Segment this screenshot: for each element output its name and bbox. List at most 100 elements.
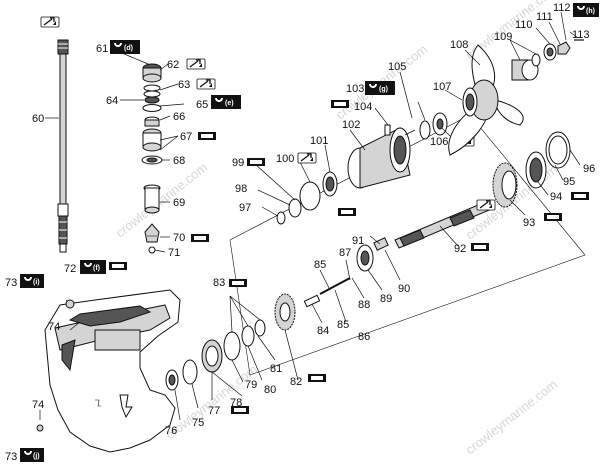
- callout-61: 61: [96, 43, 108, 55]
- callout-78: 78: [230, 397, 242, 409]
- callout-84: 84: [317, 325, 329, 337]
- callout-101: 101: [310, 135, 328, 147]
- watermark: crowleymarine.com: [463, 377, 560, 458]
- callout-104: 104: [354, 101, 372, 113]
- svg-text:(d): (d): [124, 45, 133, 52]
- callout-81: 81: [270, 363, 282, 375]
- grease-icon: [571, 192, 589, 200]
- callout-113: 113: [572, 29, 590, 41]
- callout-66: 66: [173, 111, 185, 123]
- callout-65: 65: [196, 99, 208, 111]
- callout-105: 105: [388, 61, 406, 73]
- callout-94: 94: [550, 191, 562, 203]
- callout-112: 112: [553, 2, 571, 14]
- callout-60: 60: [32, 113, 44, 125]
- svg-text:(g): (g): [379, 86, 388, 93]
- callout-106: 106: [430, 136, 448, 148]
- callout-98: 98: [235, 183, 247, 195]
- callout-87: 87: [339, 247, 351, 259]
- callout-100: 100: [276, 153, 294, 165]
- callout-111: 111: [536, 11, 553, 23]
- svg-text:(f): (f): [93, 265, 100, 272]
- callout-74b: 74: [32, 399, 44, 411]
- callout-103: 103: [346, 83, 364, 95]
- grease-icon: [471, 243, 489, 251]
- wrench-icon: [186, 58, 206, 70]
- grease-icon: [331, 100, 349, 108]
- reverse-gear: [492, 131, 571, 208]
- callout-82: 82: [290, 376, 302, 388]
- callout-77: 77: [208, 405, 220, 417]
- svg-text:(e): (e): [225, 100, 234, 107]
- callout-97: 97: [239, 202, 251, 214]
- callout-67: 67: [180, 131, 192, 143]
- callout-108: 108: [450, 39, 468, 51]
- callout-91: 91: [352, 235, 364, 247]
- grease-icon: [191, 234, 209, 242]
- bolt-74: [36, 299, 75, 432]
- callout-110: 110: [515, 19, 533, 31]
- callout-99: 99: [232, 157, 244, 169]
- callout-96: 96: [583, 163, 595, 175]
- watermark: crowleymarine.com: [113, 160, 210, 241]
- grease-icon: [308, 374, 326, 382]
- shaft-parts-lower: [165, 237, 389, 391]
- callout-73: 73: [5, 277, 17, 289]
- callout-86: 86: [358, 331, 370, 343]
- grease-icon: [198, 132, 216, 140]
- grease-icon: [544, 213, 562, 221]
- wrench-icon: [476, 199, 496, 211]
- badge-i: (i): [20, 274, 44, 288]
- grease-icon: [338, 208, 356, 216]
- badge-e: (e): [211, 95, 241, 109]
- callout-labels: 60 61 62 63 64 65 66 67 68 69 70 71 72 7…: [5, 2, 595, 463]
- badge-d: (d): [110, 40, 140, 54]
- propeller: [448, 44, 524, 156]
- water-pump-seal-stack: [141, 63, 163, 254]
- callout-89: 89: [380, 293, 392, 305]
- wrench-icon: [40, 16, 60, 28]
- callout-63: 63: [178, 79, 190, 91]
- callout-85b: 85: [337, 319, 349, 331]
- callout-92: 92: [454, 243, 466, 255]
- grease-icon: [229, 279, 247, 287]
- badge-g: (g): [365, 81, 395, 95]
- callout-102: 102: [342, 119, 360, 131]
- callout-69: 69: [173, 197, 185, 209]
- callout-80: 80: [264, 384, 276, 396]
- bearing-housing: [276, 124, 411, 225]
- callout-71: 71: [168, 247, 180, 259]
- callout-79: 79: [245, 379, 257, 391]
- gear-case-housing: [44, 289, 181, 453]
- callout-88: 88: [358, 299, 370, 311]
- callout-73b: 73: [5, 451, 17, 463]
- callout-95: 95: [563, 176, 575, 188]
- callout-72: 72: [64, 263, 76, 275]
- callout-74: 74: [48, 321, 60, 333]
- wrench-icon: [196, 78, 216, 90]
- badge-f: (f): [80, 260, 106, 274]
- prop-hardware: [511, 39, 584, 81]
- callout-85: 85: [314, 259, 326, 271]
- drive-shaft: [57, 39, 69, 253]
- callout-62: 62: [167, 59, 179, 71]
- callout-90: 90: [398, 283, 410, 295]
- callout-75: 75: [192, 417, 204, 429]
- badge-j: (j): [20, 448, 44, 462]
- callout-83: 83: [213, 277, 225, 289]
- callout-68: 68: [173, 155, 185, 167]
- svg-text:(h): (h): [586, 8, 595, 15]
- callout-107: 107: [433, 81, 451, 93]
- grease-icon: [109, 262, 127, 270]
- callout-93: 93: [523, 217, 535, 229]
- callout-109: 109: [494, 31, 512, 43]
- callout-76: 76: [165, 425, 177, 437]
- svg-text:(i): (i): [33, 279, 40, 286]
- callout-70: 70: [173, 232, 185, 244]
- grease-icon: [247, 158, 265, 166]
- svg-text:(j): (j): [33, 453, 40, 460]
- badge-h: (h): [573, 3, 599, 17]
- callout-64: 64: [106, 95, 118, 107]
- wrench-icon: [297, 152, 317, 164]
